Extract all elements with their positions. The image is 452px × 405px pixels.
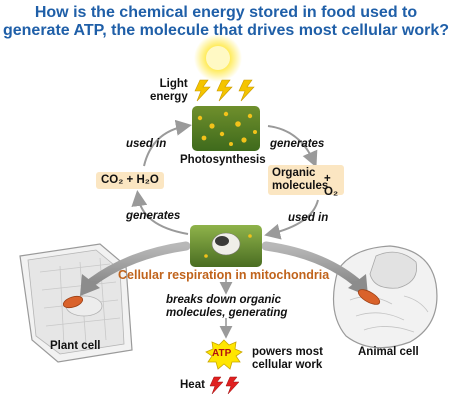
used-in-left-label: used in	[126, 138, 167, 150]
atp-burst-icon	[205, 339, 243, 370]
generates-right-label: generates	[270, 138, 325, 150]
organic-molecules-box: Organic + O₂ molecules	[268, 165, 344, 198]
respiration-photo	[190, 225, 262, 267]
breaks-down-line-2: molecules, generating	[166, 307, 288, 319]
cellular-respiration-label: Cellular respiration in mitochondria	[118, 268, 330, 282]
arrow-co2-to-photosynthesis	[143, 119, 192, 167]
organic-label: Organic	[272, 167, 316, 179]
mitochondrion-animal-icon	[357, 289, 381, 305]
molecules-label: molecules	[272, 180, 329, 192]
cycle-arrows	[131, 119, 319, 240]
arrow-to-plant-cell	[80, 241, 191, 296]
animal-cell-label: Animal cell	[358, 346, 419, 358]
arrow-photosynthesis-to-organic	[267, 125, 318, 168]
powers-line-1: powers most	[252, 346, 323, 358]
breaks-down-line-1: breaks down organic	[166, 294, 282, 306]
powers-line-2: cellular work	[252, 359, 323, 371]
mitochondrion-plant-icon	[62, 295, 84, 309]
arrow-respiration-to-co2	[131, 190, 189, 235]
light-energy-label: Light energy	[150, 78, 188, 104]
atp-label: ATP	[212, 348, 232, 359]
powers-label: powers most cellular work	[252, 346, 323, 372]
animal-cell-illustration	[332, 245, 438, 349]
co2-h2o-box: CO₂ + H₂O	[96, 172, 164, 189]
used-in-right-label: used in	[288, 212, 329, 224]
breaks-down-label: breaks down organic molecules, generatin…	[166, 294, 287, 320]
generates-left-label: generates	[126, 210, 181, 222]
sun-icon	[194, 34, 242, 82]
heat-label: Heat	[180, 379, 205, 391]
meadow-photo	[192, 106, 260, 151]
heat-bolts-icon	[209, 376, 240, 395]
light-energy-bolts-icon	[194, 79, 255, 102]
photosynthesis-label: Photosynthesis	[180, 154, 266, 166]
light-energy-label-line-2: energy	[150, 91, 188, 103]
oxygen-label: + O₂	[324, 173, 339, 198]
arrow-organic-to-respiration	[264, 199, 319, 240]
diagram-title-line-2: generate ATP, the molecule that drives m…	[2, 22, 450, 39]
diagram-title-line-1: How is the chemical energy stored in foo…	[34, 4, 418, 21]
light-energy-label-line-1: Light	[159, 78, 188, 90]
plant-cell-label: Plant cell	[50, 340, 101, 352]
